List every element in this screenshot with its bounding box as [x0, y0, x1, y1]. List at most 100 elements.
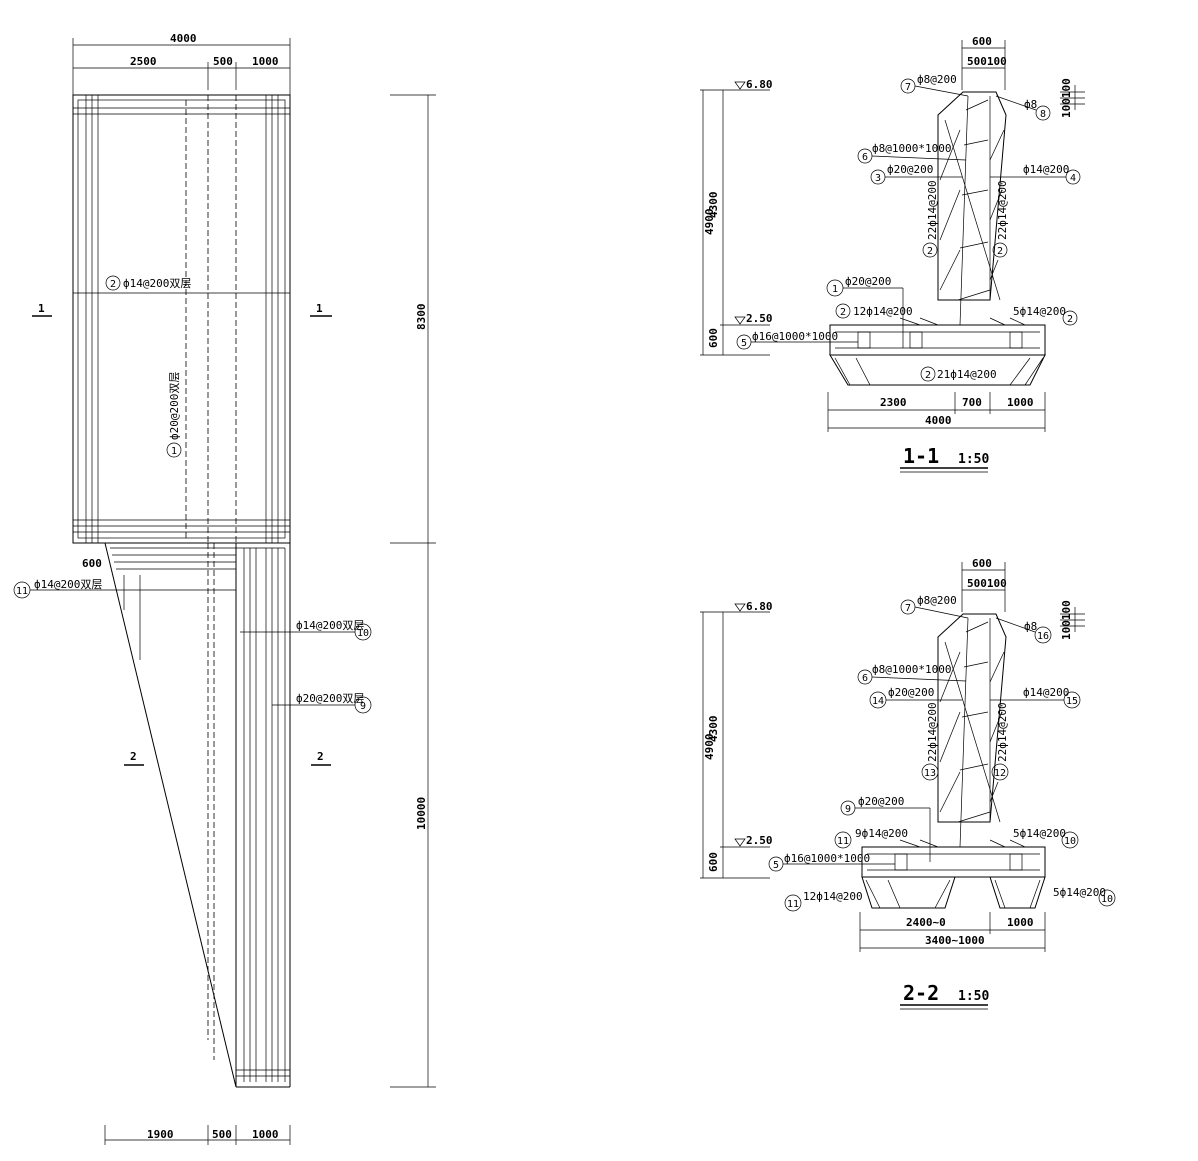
s2-circle-5: 5: [773, 860, 779, 871]
s2-circle-10a: 10: [1064, 836, 1076, 847]
plan-label-2: ф14@200双层: [123, 277, 191, 290]
s1-elev-mid: 2.50: [746, 312, 773, 325]
s1-circle-1: 1: [832, 284, 838, 295]
s1-label-2b: 22ф14@200: [996, 180, 1009, 240]
s1-top-500100: 500100: [967, 55, 1007, 68]
s2-elev-mid: 2.50: [746, 834, 773, 847]
s1-label-8: ф8: [1024, 98, 1037, 111]
s1-dim-4300: 4300: [707, 192, 720, 219]
s2-dim-4300: 4300: [707, 716, 720, 743]
s1-label-2e: 21ф14@200: [937, 368, 997, 381]
plan-circle-9: 9: [360, 701, 366, 712]
s1-title: 1-1: [903, 444, 939, 468]
s2-top-600: 600: [972, 557, 992, 570]
s2-label-5: ф16@1000*1000: [784, 852, 870, 865]
s2-bot-3400: 3400~1000: [925, 934, 985, 947]
plan-bot-1900: 1900: [147, 1128, 174, 1141]
s2-label-15: ф14@200: [1023, 686, 1069, 699]
plan-sec2-left: 2: [130, 750, 137, 763]
s1-top-600: 600: [972, 35, 992, 48]
plan-label-10: ф14@200双层: [296, 619, 364, 632]
plan-circle-10: 10: [357, 628, 369, 639]
s2-title: 2-2: [903, 981, 939, 1005]
s2-circle-15: 15: [1066, 696, 1078, 707]
s2-scale: 1:50: [958, 989, 989, 1004]
s1-circle-2d: 2: [1067, 314, 1073, 325]
plan-side-10000: 10000: [415, 797, 428, 830]
plan-sec1-left: 1: [38, 302, 45, 315]
plan-dim-2500: 2500: [130, 55, 157, 68]
s2-label-14: ф20@200: [888, 686, 934, 699]
plan-view: 4000 2500 500 1000 1 1 2 ф14@200双层 1: [13, 32, 436, 1145]
s2-bot-1000: 1000: [1007, 916, 1034, 929]
s1-circle-2b: 2: [997, 246, 1003, 257]
s1-label-2a: 22ф14@200: [926, 180, 939, 240]
plan-circle-2: 2: [110, 279, 116, 290]
s2-top-500100: 500100: [967, 577, 1007, 590]
s2-label-9: ф20@200: [858, 795, 904, 808]
s1-label-4: ф14@200: [1023, 163, 1069, 176]
s2-label-10b: 5ф14@200: [1053, 886, 1106, 899]
s2-label-10a: 5ф14@200: [1013, 827, 1066, 840]
s2-circle-6: 6: [862, 673, 868, 684]
s2-label-6: ф8@1000*1000: [872, 663, 951, 676]
plan-side-8300: 8300: [415, 304, 428, 331]
s1-label-2d: 5ф14@200: [1013, 305, 1066, 318]
section-2-2: 6.80 2.50 4900 4300 600 600 500100 10010…: [700, 557, 1116, 1010]
s2-bot-2400: 2400~0: [906, 916, 946, 929]
s1-circle-6: 6: [862, 152, 868, 163]
s2-label-7: ф8@200: [917, 594, 957, 607]
s1-circle-5: 5: [741, 338, 747, 349]
s2-dim-600: 600: [707, 852, 720, 872]
s2-circle-13: 13: [924, 768, 936, 779]
plan-bot-500: 500: [212, 1128, 232, 1141]
s1-label-6: ф8@1000*1000: [872, 142, 951, 155]
plan-label-9: ф20@200双层: [296, 692, 364, 705]
s2-label-13: 22ф14@200: [926, 702, 939, 762]
s1-circle-2e: 2: [925, 370, 931, 381]
plan-bot-1000: 1000: [252, 1128, 279, 1141]
s2-circle-7: 7: [905, 603, 911, 614]
s1-label-1: ф20@200: [845, 275, 891, 288]
s1-circle-8: 8: [1040, 109, 1046, 120]
plan-dim-600: 600: [82, 557, 102, 570]
plan-sec2-right: 2: [317, 750, 324, 763]
plan-sec1-right: 1: [316, 302, 323, 315]
s2-label-12: 22ф14@200: [996, 702, 1009, 762]
plan-dim-1000: 1000: [252, 55, 279, 68]
s1-circle-4: 4: [1070, 173, 1076, 184]
s2-label-11a: 9ф14@200: [855, 827, 908, 840]
s1-bot-4000: 4000: [925, 414, 952, 427]
s2-circle-12: 12: [994, 768, 1006, 779]
plan-dim-500: 500: [213, 55, 233, 68]
s1-label-3: ф20@200: [887, 163, 933, 176]
s1-bot-2300: 2300: [880, 396, 907, 409]
plan-circle-1: 1: [171, 446, 177, 457]
s2-circle-11b: 11: [787, 899, 799, 910]
s2-circle-9: 9: [845, 804, 851, 815]
s2-elev-top: 6.80: [746, 600, 773, 613]
s2-circle-11a: 11: [837, 836, 849, 847]
s2-label-16: ф8: [1024, 620, 1037, 633]
s1-bot-700: 700: [962, 396, 982, 409]
s1-label-2c: 12ф14@200: [853, 305, 913, 318]
s1-bot-1000: 1000: [1007, 396, 1034, 409]
s2-dim-4900: 4900: [703, 734, 716, 761]
s1-circle-3: 3: [875, 173, 881, 184]
s1-dim-4900: 4900: [703, 209, 716, 236]
s2-circle-16: 16: [1037, 631, 1049, 642]
plan-circle-11: 11: [16, 586, 28, 597]
s1-label-5: ф16@1000*1000: [752, 330, 838, 343]
s1-scale: 1:50: [958, 452, 989, 467]
s2-circle-10b: 10: [1101, 894, 1113, 905]
s2-label-11b: 12ф14@200: [803, 890, 863, 903]
s2-circle-14: 14: [872, 696, 884, 707]
s1-dim-600: 600: [707, 328, 720, 348]
s1-circle-2c: 2: [840, 307, 846, 318]
s1-circle-7: 7: [905, 82, 911, 93]
plan-label-1: ф20@200双层: [168, 372, 181, 440]
plan-dim-total: 4000: [170, 32, 197, 45]
s1-elev-top: 6.80: [746, 78, 773, 91]
section-1-1: 6.80 2.50 4900 4300 600 600 500100 10010…: [700, 35, 1085, 473]
